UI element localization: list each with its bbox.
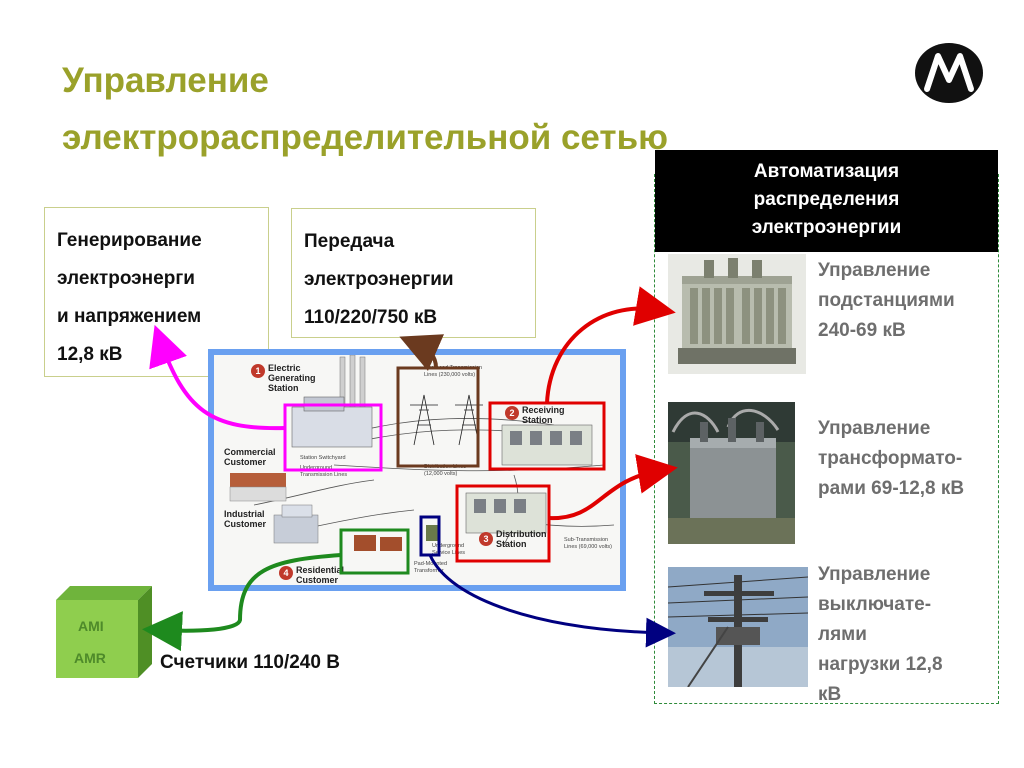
transmission-line-2: электроэнергии bbox=[304, 269, 454, 290]
automation-line-1: Автоматизация bbox=[753, 161, 900, 182]
substation-label-line-3: 240-69 кВ bbox=[818, 320, 906, 341]
label-generating: Generating bbox=[268, 373, 316, 383]
power-grid-diagram: 1 2 3 4 Electric Generating Station Rece… bbox=[208, 349, 626, 591]
label-customer-i: Customer bbox=[224, 519, 267, 529]
svg-text:1: 1 bbox=[255, 366, 260, 376]
transformer-label-line-1: Управление bbox=[818, 418, 931, 439]
automation-line-3: электроэнергии bbox=[751, 217, 902, 238]
label-customer-c: Customer bbox=[224, 457, 267, 467]
label-industrial: Industrial bbox=[224, 509, 265, 519]
amr-label: AMR bbox=[74, 650, 106, 666]
label-station-1: Station bbox=[268, 383, 299, 393]
transformer-label-line-3: рами 69-12,8 кВ bbox=[818, 478, 965, 499]
substation-label: Управление подстанциями 240-69 кВ bbox=[818, 256, 955, 346]
transmission-line-1: Передача bbox=[304, 231, 395, 252]
title-line-1: Управление bbox=[62, 61, 269, 100]
transmission-line-3: 110/220/750 кВ bbox=[304, 307, 438, 328]
label-station-3: Station bbox=[496, 539, 527, 549]
generation-line-2: электроэнерги bbox=[57, 268, 195, 289]
label-commercial: Commercial bbox=[224, 447, 276, 457]
switch-label-line-2: выключате- bbox=[818, 594, 932, 615]
motorola-logo-icon bbox=[915, 43, 983, 103]
generation-line-3: и напряжением bbox=[57, 306, 202, 327]
label-subtrans-2: Lines (69,000 volts) bbox=[564, 544, 612, 550]
transformer-label: Управление трансформато- рами 69-12,8 кВ bbox=[818, 414, 964, 504]
label-distribution: Distribution bbox=[496, 529, 547, 539]
label-distlines-2: (12,000 volts) bbox=[424, 471, 457, 477]
switch-label: Управление выключате- лями нагрузки 12,8… bbox=[818, 560, 943, 710]
generation-line-1: Генерирование bbox=[57, 230, 202, 251]
substation-label-line-2: подстанциями bbox=[818, 290, 955, 311]
svg-text:4: 4 bbox=[283, 568, 288, 578]
label-ugtrans-1: Underground bbox=[300, 465, 332, 471]
transformer-photo bbox=[668, 402, 795, 544]
automation-header: Автоматизация распределения электроэнерг… bbox=[655, 150, 998, 252]
label-station-2: Station bbox=[522, 415, 553, 425]
label-padmounted-1: Pad-Mounted bbox=[414, 561, 447, 567]
label-electric: Electric bbox=[268, 363, 301, 373]
label-residential: Residential bbox=[296, 565, 344, 575]
badge-4: 4 bbox=[279, 566, 293, 580]
label-ugservice-2: Service Lines bbox=[432, 550, 465, 556]
label-subtrans-1: Sub-Transmission bbox=[564, 537, 608, 543]
title-line-2: электрораспределительной сетью bbox=[62, 118, 668, 157]
badge-1: 1 bbox=[251, 364, 265, 378]
label-overhead-2: Lines (230,000 volts) bbox=[424, 372, 475, 378]
grid-illustration: 1 2 3 4 Electric Generating Station Rece… bbox=[214, 354, 620, 585]
substation-label-line-1: Управление bbox=[818, 260, 931, 281]
label-receiving: Receiving bbox=[522, 405, 565, 415]
ami-amr-cube bbox=[56, 586, 152, 678]
label-distlines-1: Distribution Lines bbox=[424, 464, 466, 470]
svg-text:2: 2 bbox=[509, 408, 514, 418]
label-padmounted-2: Transformer bbox=[414, 568, 444, 574]
switch-label-line-1: Управление bbox=[818, 564, 931, 585]
badge-3: 3 bbox=[479, 532, 493, 546]
ami-label: AMI bbox=[78, 618, 104, 634]
svg-text:3: 3 bbox=[483, 534, 488, 544]
switch-label-line-4: нагрузки 12,8 bbox=[818, 654, 943, 675]
switch-label-line-5: кВ bbox=[818, 684, 842, 705]
label-switchyard: Station Switchyard bbox=[300, 455, 346, 461]
label-ugservice-1: Underground bbox=[432, 543, 464, 549]
substation-photo bbox=[668, 254, 806, 374]
generation-line-4: 12,8 кВ bbox=[57, 344, 123, 365]
switch-label-line-3: лями bbox=[818, 624, 867, 645]
label-customer-r: Customer bbox=[296, 575, 339, 585]
page-title: Управление электрораспределительной сеть… bbox=[62, 52, 668, 166]
badge-2: 2 bbox=[505, 406, 519, 420]
transmission-box: Передача электроэнергии 110/220/750 кВ bbox=[291, 208, 536, 338]
switch-pole-photo bbox=[668, 567, 808, 687]
transformer-label-line-2: трансформато- bbox=[818, 448, 963, 469]
meters-label: Счетчики 110/240 В bbox=[160, 652, 340, 673]
label-overhead-1: Overhead Transmission bbox=[424, 365, 482, 371]
automation-line-2: распределения bbox=[753, 189, 900, 210]
label-ugtrans-2: Transmission Lines bbox=[300, 472, 347, 478]
